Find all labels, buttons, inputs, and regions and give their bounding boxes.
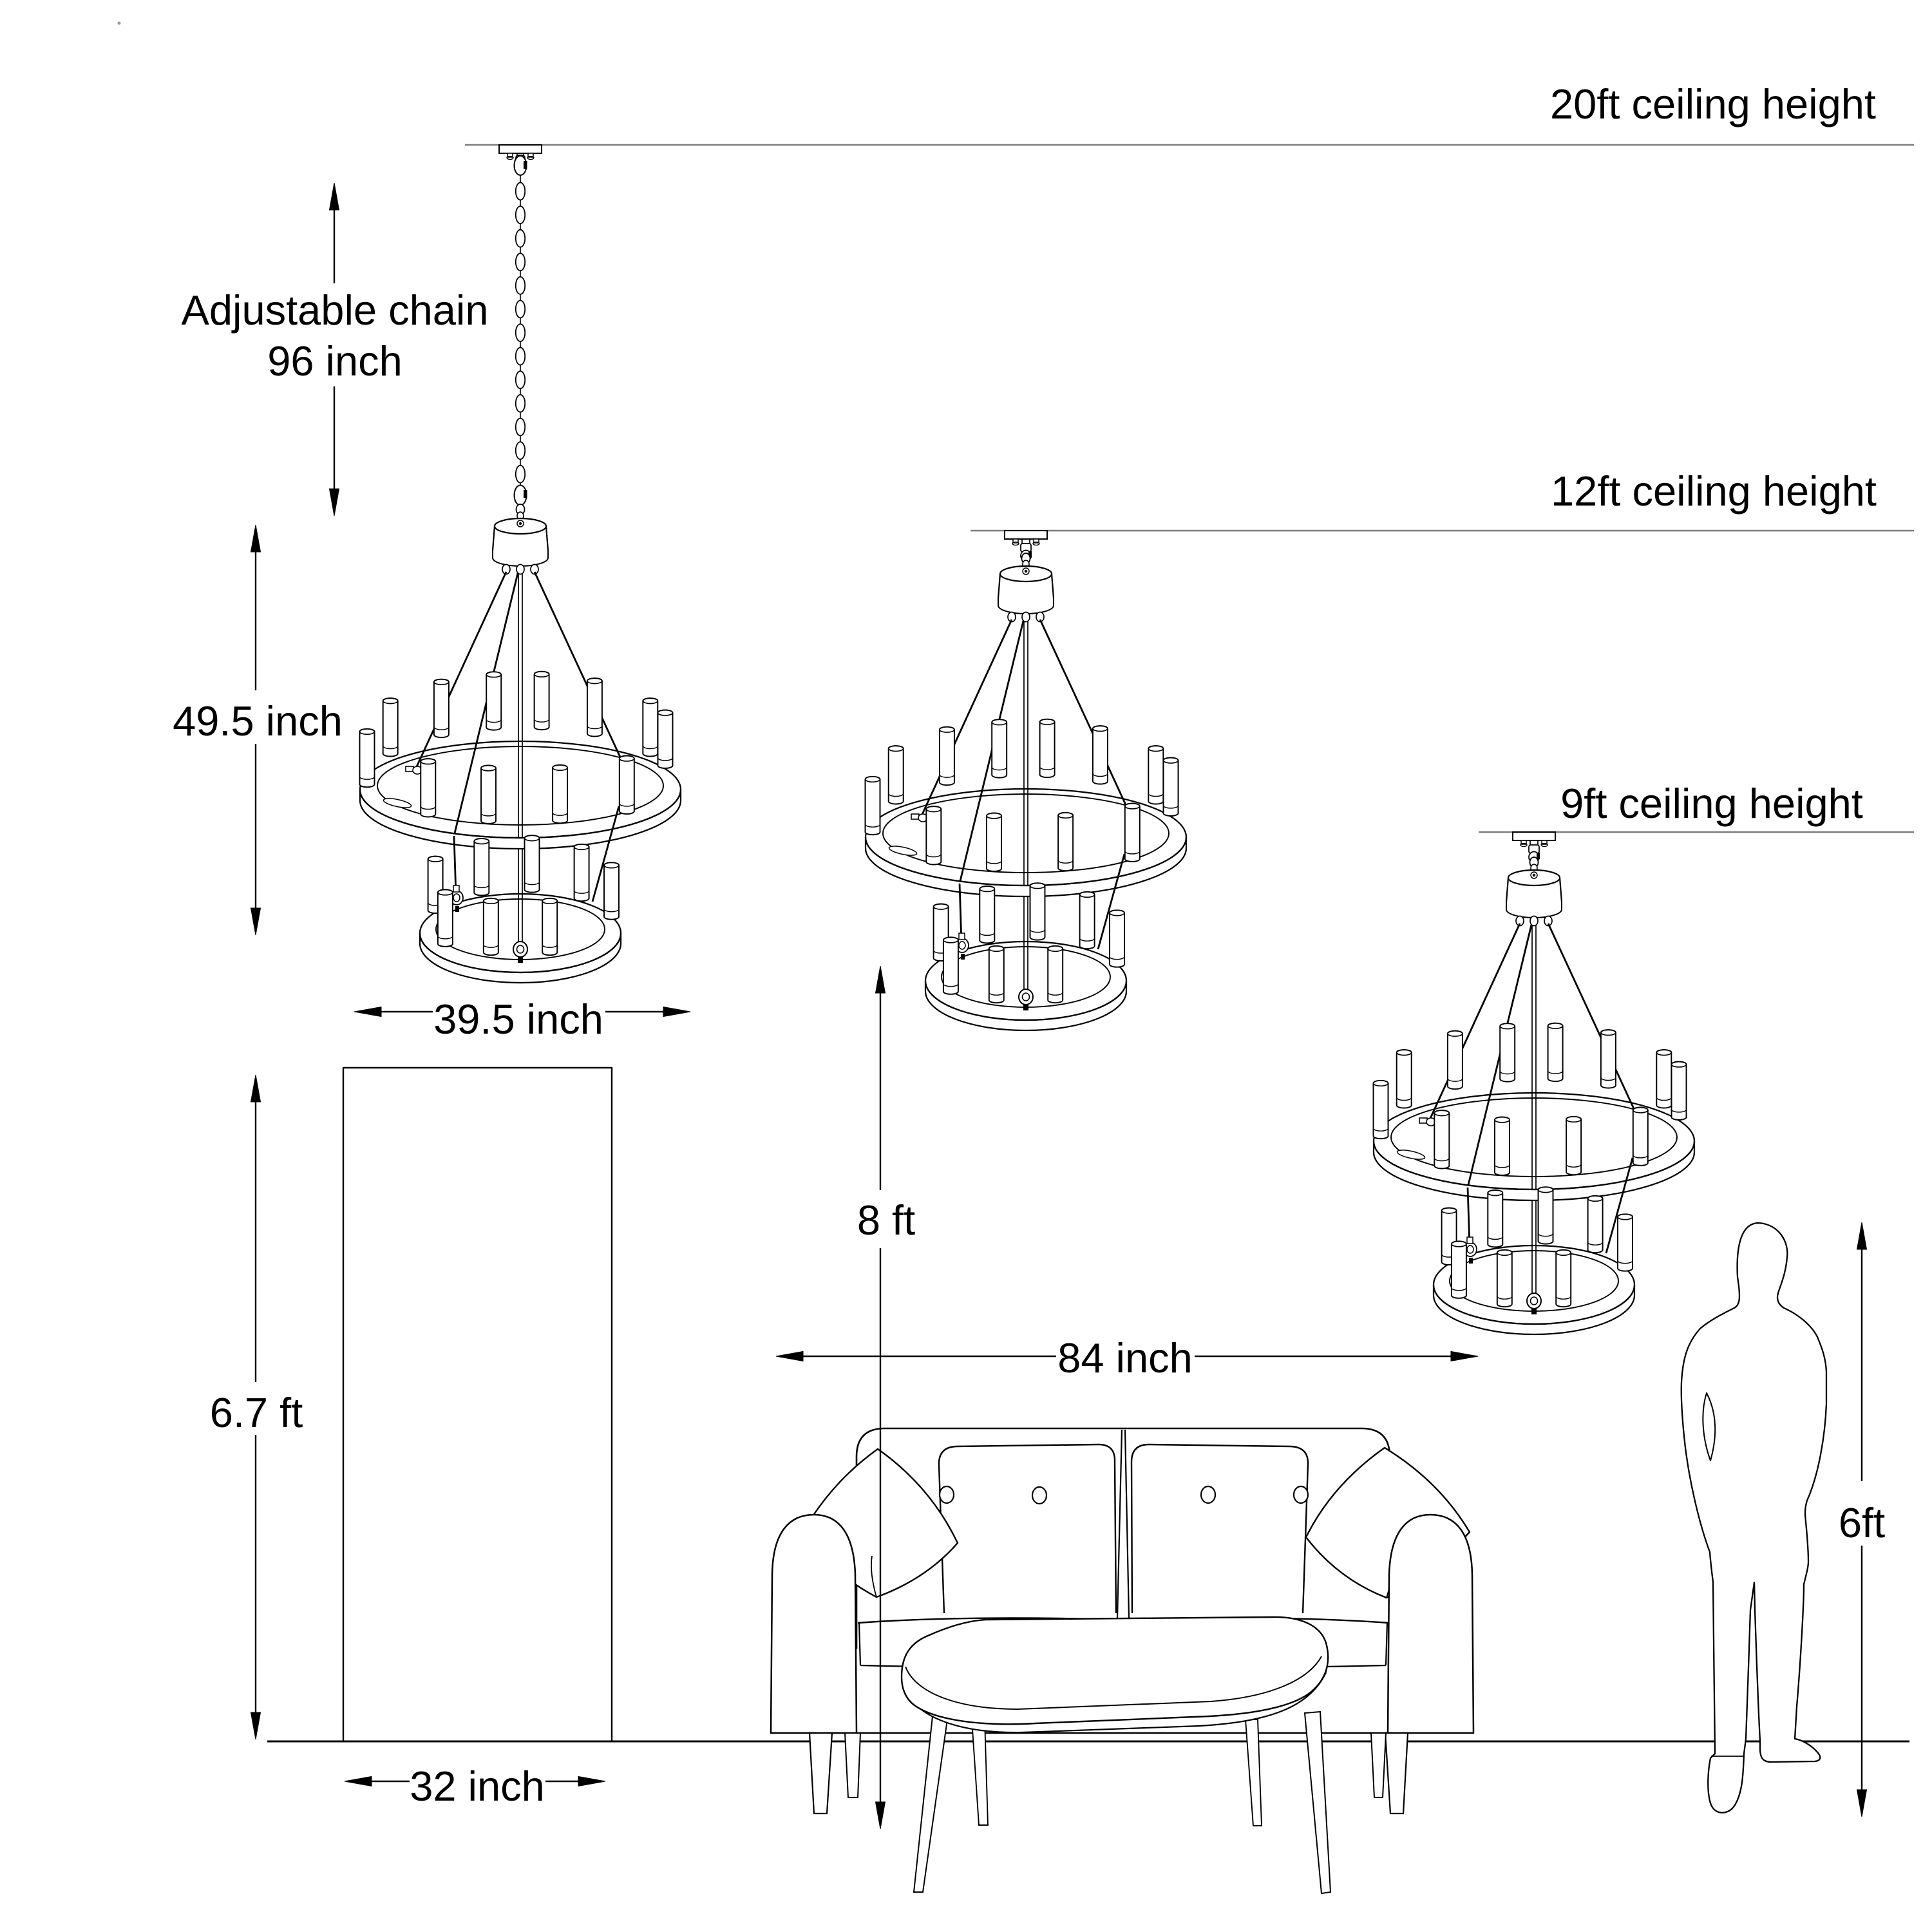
svg-text:6ft: 6ft <box>1839 1499 1885 1546</box>
svg-text:84 inch: 84 inch <box>1057 1334 1193 1381</box>
svg-text:Adjustable chain: Adjustable chain <box>182 287 489 334</box>
svg-text:20ft ceiling height: 20ft ceiling height <box>1550 80 1876 128</box>
svg-text:32 inch: 32 inch <box>410 1763 545 1810</box>
svg-text:12ft ceiling height: 12ft ceiling height <box>1551 468 1877 515</box>
svg-text:9ft ceiling height: 9ft ceiling height <box>1560 780 1863 827</box>
svg-text:39.5 inch: 39.5 inch <box>433 996 603 1043</box>
svg-text:96 inch: 96 inch <box>267 337 402 384</box>
svg-text:49.5 inch: 49.5 inch <box>173 697 343 744</box>
svg-text:6.7 ft: 6.7 ft <box>210 1389 303 1436</box>
svg-text:8 ft: 8 ft <box>857 1197 915 1244</box>
